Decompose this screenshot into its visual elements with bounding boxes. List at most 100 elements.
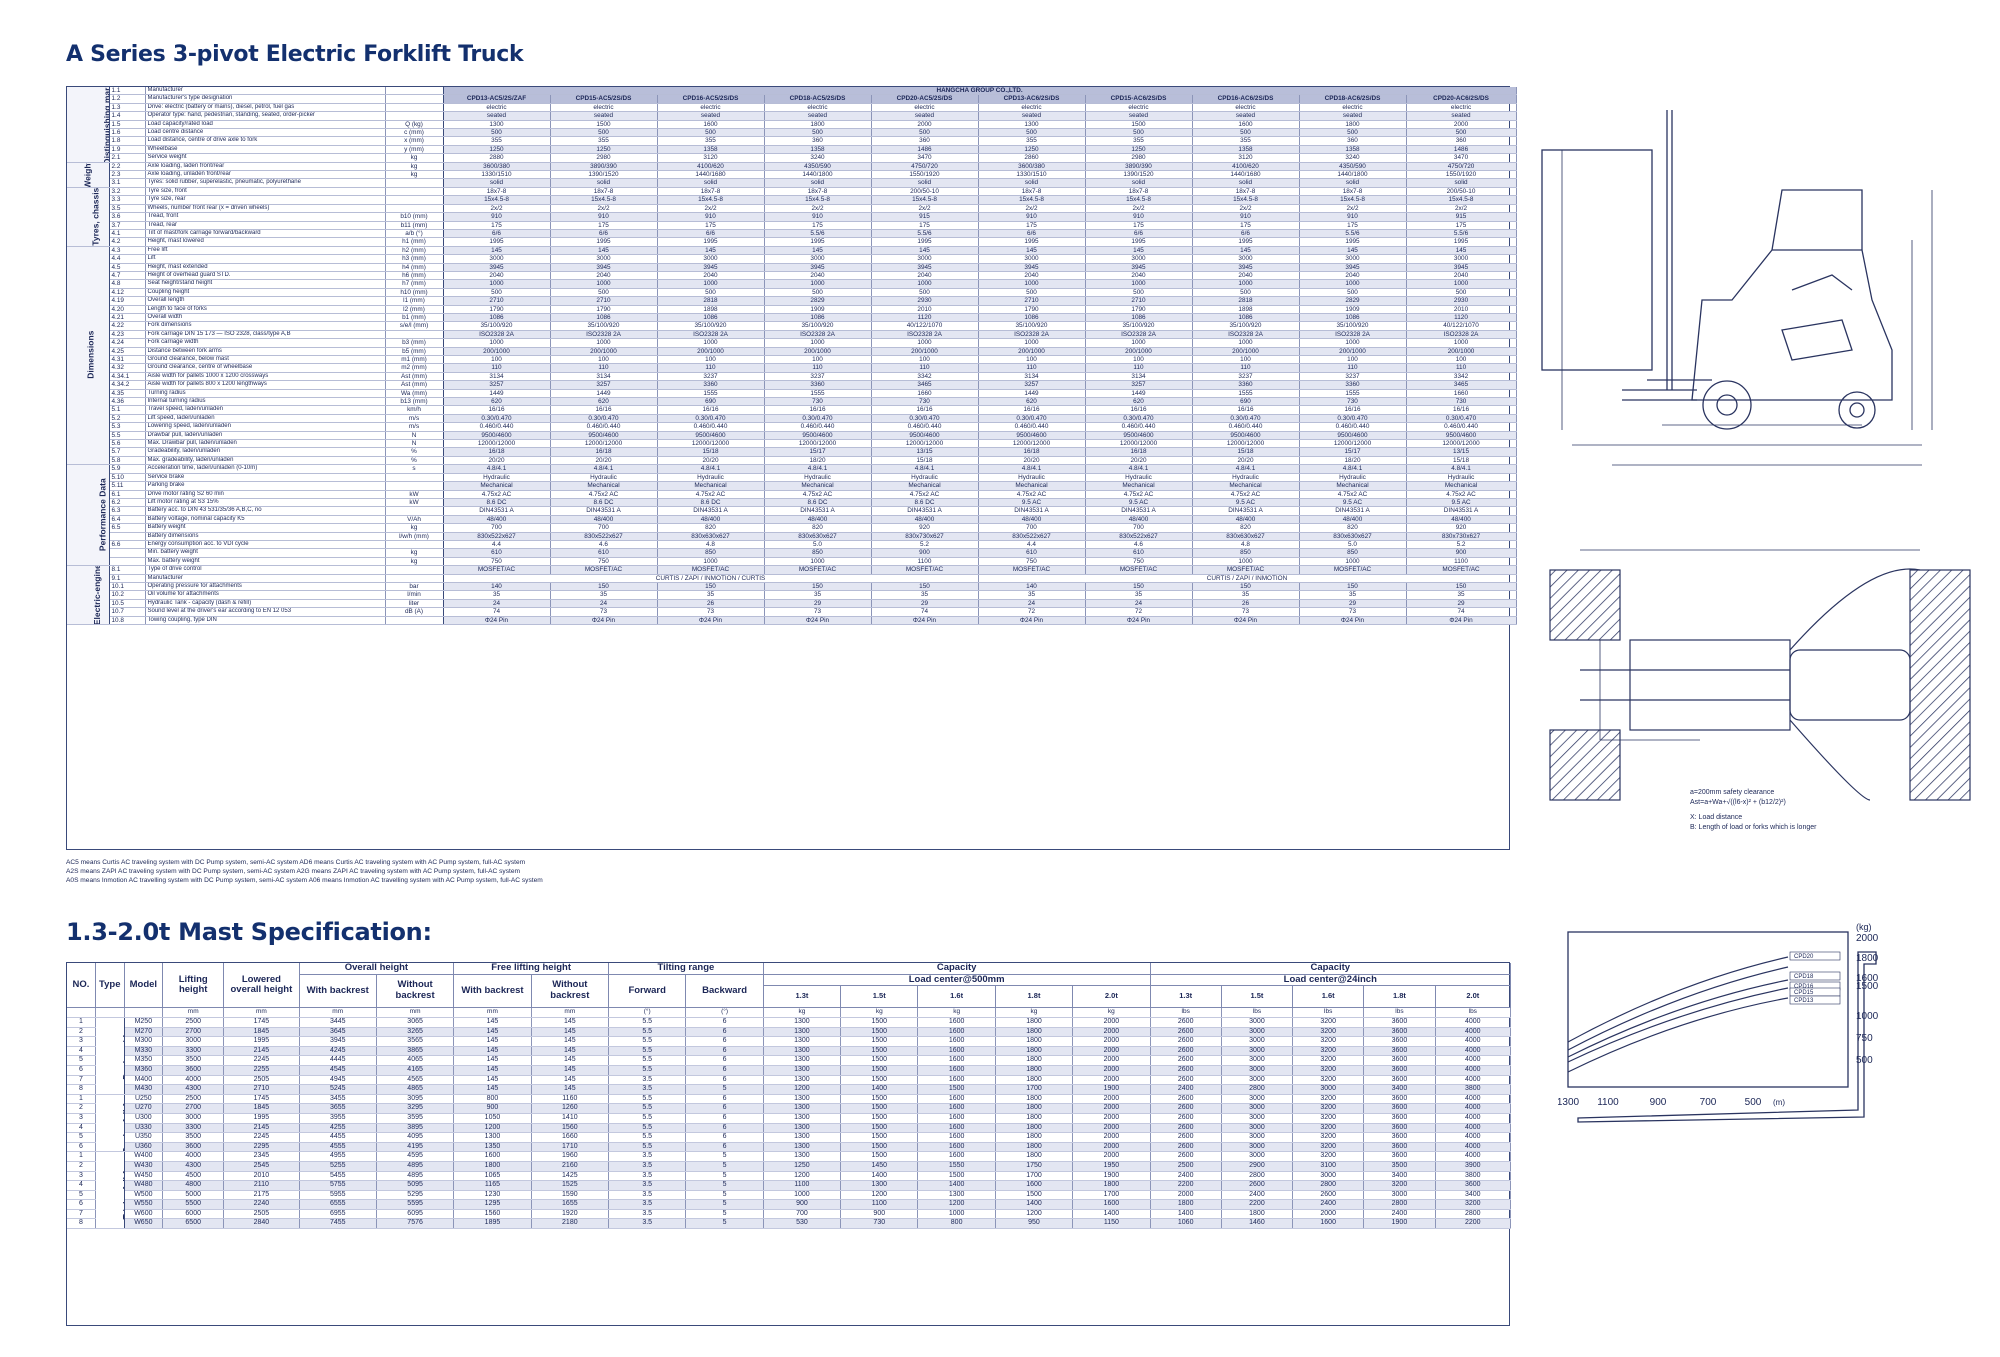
spec-value: electric <box>1299 103 1407 113</box>
spec-value: 1440/1680 <box>657 170 765 180</box>
unit-cell: mm <box>453 1007 532 1018</box>
spec-value: 3945 <box>550 263 658 272</box>
spec-value: 1000 <box>657 557 765 567</box>
spec-value: 15x4.5-8 <box>443 195 551 205</box>
spec-item-number: 3.6 <box>109 212 146 222</box>
spec-value: 620 <box>978 397 1086 407</box>
spec-value: 35/100/920 <box>1192 321 1300 331</box>
mast-value: 1900 <box>1072 1084 1151 1095</box>
mast-value: 2700 <box>162 1027 225 1038</box>
mast-value: 4595 <box>376 1151 455 1162</box>
mast-value: 5.5 <box>608 1132 687 1143</box>
spec-value: 35 <box>443 590 551 600</box>
mast-value: 3600 <box>1363 1055 1436 1066</box>
spec-value: 4.8 <box>657 540 765 550</box>
spec-item-label: Hydraulic Tank - capacity (dash & refill… <box>145 599 386 609</box>
mast-value: 2600 <box>1150 1094 1222 1105</box>
col-capacity-in: Capacity <box>1150 962 1512 975</box>
spec-value: 3465 <box>1406 380 1517 390</box>
mast-value: 3000 <box>1221 1151 1294 1162</box>
col-free-with: With backrest <box>453 974 532 1008</box>
spec-merged-value: CURTIS / ZAPI / INMOTION <box>978 574 1517 583</box>
spec-item-label: Towing coupling, type DIN <box>145 616 386 626</box>
spec-value: 1000 <box>1299 338 1407 348</box>
mast-value: 1100 <box>840 1199 919 1210</box>
spec-group-text: Tyres, chassis <box>90 187 101 246</box>
spec-item-unit: m2 (mm) <box>385 363 444 373</box>
mast-value: 2500 <box>1150 1161 1222 1172</box>
spec-item-unit: kg <box>385 170 444 180</box>
spec-item-label: Length to face of forks <box>145 305 386 314</box>
spec-value: 15x4.5-8 <box>1406 195 1517 205</box>
mast-value: 7455 <box>299 1218 377 1230</box>
mast-value: 5455 <box>299 1171 377 1182</box>
spec-value: 730 <box>1406 397 1517 407</box>
mast-value: 1300 <box>763 1036 842 1047</box>
mast-value: 4000 <box>1435 1046 1512 1057</box>
mast-value: 1200 <box>995 1209 1074 1220</box>
spec-value: 1330/1510 <box>443 170 551 180</box>
diagram-note: Ast=a+Wa+√((l6-x)² + (b12/2)²) <box>1690 798 1786 806</box>
mast-value: 3565 <box>376 1036 455 1047</box>
mast-value: 7576 <box>376 1218 455 1230</box>
spec-value: 145 <box>764 246 872 256</box>
mast-value: 3600 <box>1363 1094 1436 1105</box>
spec-value: 5.2 <box>1406 540 1517 550</box>
spec-value: 16/18 <box>978 447 1086 457</box>
unit-cell: lbs <box>1435 1007 1512 1018</box>
spec-item-unit: b1 (mm) <box>385 313 444 323</box>
spec-value: 110 <box>1406 363 1517 373</box>
mast-value: 700 <box>763 1209 842 1220</box>
spec-value: 4.4 <box>978 540 1086 550</box>
spec-value: 4350/590 <box>764 162 872 172</box>
spec-value: 15/18 <box>1406 456 1517 466</box>
spec-value: 2040 <box>657 271 765 281</box>
mast-value: 2200 <box>1221 1199 1294 1210</box>
spec-value: 0.460/0.440 <box>764 422 872 432</box>
col-overall-with: With backrest <box>299 974 377 1008</box>
mast-value: 1050 <box>453 1113 532 1124</box>
spec-value: 500 <box>550 128 658 138</box>
spec-item-label: Battery dimensions <box>145 532 386 541</box>
spec-value: 700 <box>1085 523 1193 533</box>
mast-row-number: 5 <box>67 1190 96 1201</box>
mast-value: 3000 <box>1221 1075 1294 1086</box>
mast-value: 1150 <box>1072 1218 1151 1230</box>
spec-value: Hydraulic <box>443 473 551 483</box>
spec-value: DIN43531 A <box>550 506 658 516</box>
spec-value: 500 <box>1299 128 1407 138</box>
spec-value: 355 <box>657 136 765 146</box>
mast-value: 1800 <box>995 1123 1074 1134</box>
spec-value: Hydraulic <box>1299 473 1407 483</box>
spec-item-number: 6.2 <box>109 498 146 508</box>
mast-value: 3.5 <box>608 1151 687 1162</box>
mast-value: 1590 <box>531 1190 610 1201</box>
spec-item-label: Wheelbase <box>145 145 386 155</box>
col-backward: Backward <box>685 974 764 1008</box>
capacity-column-label: 1.5t <box>840 985 919 1008</box>
spec-table: Distinguishing mark1.1ManufacturerHANGCH… <box>67 87 1517 626</box>
mast-value: 900 <box>763 1199 842 1210</box>
mast-value: 4500 <box>162 1171 225 1182</box>
spec-item-label: Battery weight <box>145 523 386 533</box>
spec-item-number: 4.7 <box>109 271 146 281</box>
mast-value: 2000 <box>1072 1075 1151 1086</box>
mast-value: 1800 <box>995 1065 1074 1076</box>
mast-value: 6000 <box>162 1209 225 1220</box>
spec-value: 15x4.5-8 <box>1299 195 1407 205</box>
spec-item-label: Sound level at the driver's ear accordin… <box>145 607 386 617</box>
mast-value: 2900 <box>1221 1161 1294 1172</box>
mast-row-number: 2 <box>67 1161 96 1172</box>
spec-value: 3257 <box>1085 380 1193 390</box>
spec-value: 35/100/920 <box>1085 321 1193 331</box>
spec-value: 1100 <box>1406 557 1517 567</box>
col-capacity-mm: Capacity <box>763 962 1151 975</box>
mast-value: 1060 <box>1150 1218 1222 1230</box>
capacity-column-label: 1.3t <box>1150 985 1222 1008</box>
spec-item-label: Energy consumption acc. to VDI cycle <box>145 540 386 550</box>
spec-value: 48/400 <box>871 515 979 525</box>
